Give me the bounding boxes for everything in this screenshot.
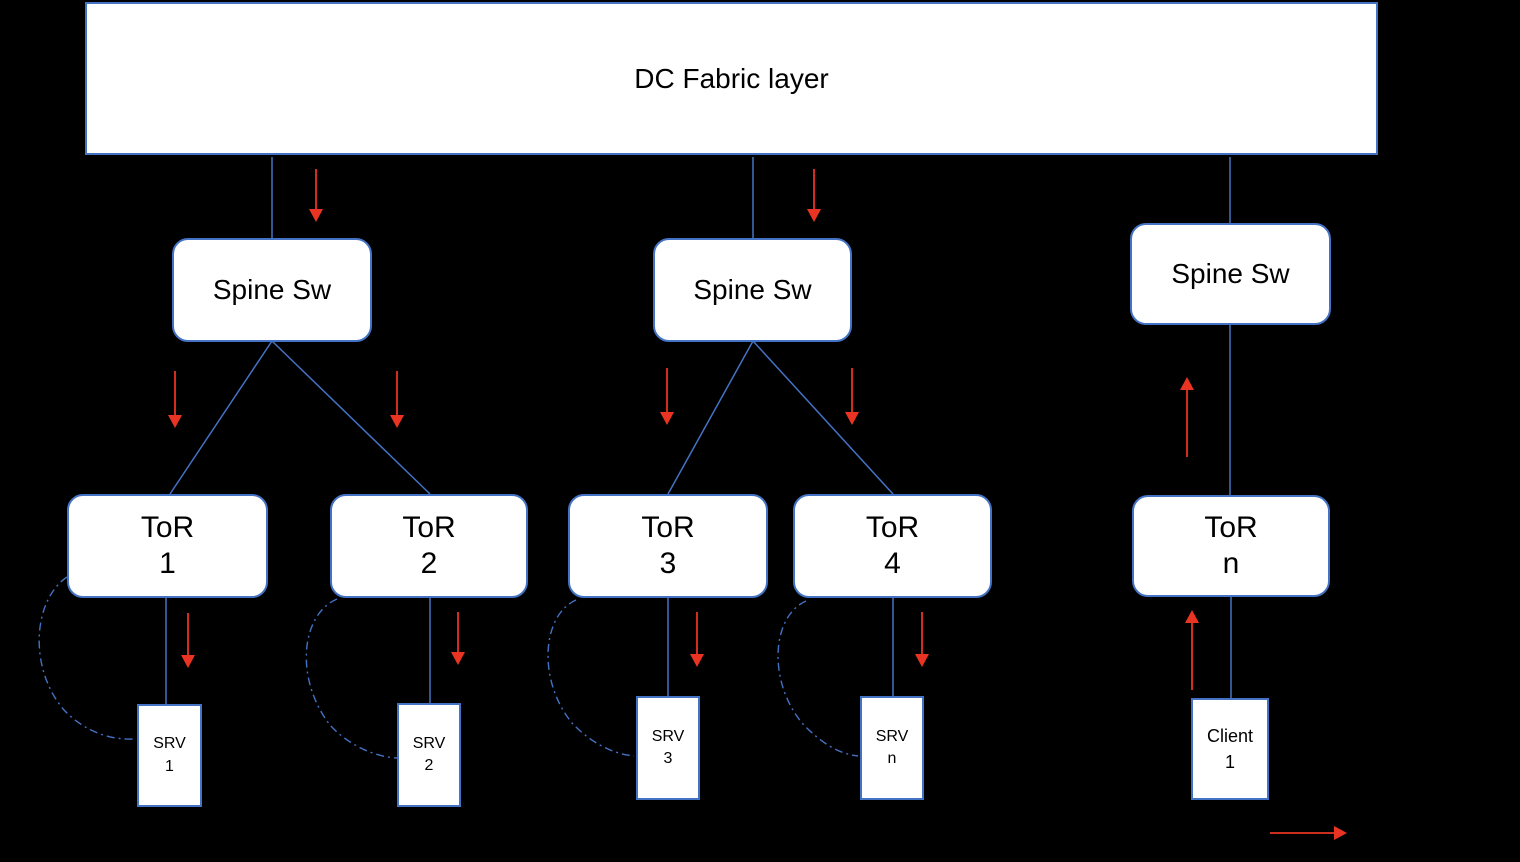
link-spine2-tor4 [752,340,894,495]
node-label: Spine Sw [212,274,332,305]
node-tor-3: ToR 3 [568,494,768,598]
flow-arrow-down [451,612,465,665]
node-srv-1: SRV 1 [137,704,202,807]
node-dc-fabric-layer: DC Fabric layer [85,2,1378,155]
node-label: DC Fabric layer [634,62,829,94]
node-label: ToR [402,511,456,544]
loop-curve-tor3-srv3 [547,599,635,757]
flow-arrow-down [807,169,821,222]
node-spine-switch-3: Spine Sw [1130,223,1331,325]
node-tor-4: ToR 4 [793,494,992,598]
node-number: 1 [1224,752,1235,772]
node-srv-2: SRV 2 [397,703,461,807]
link-spine1-tor2 [271,340,431,495]
node-label: SRV [153,735,186,753]
flow-arrow-down [845,368,859,425]
node-number: 1 [165,757,174,775]
node-number: n [887,750,897,767]
loop-curve-tor2-srv2 [305,598,398,759]
node-label: Spine Sw [693,274,812,305]
flow-arrow-down [690,612,704,667]
node-tor-n: ToR n [1132,495,1330,597]
node-number: 4 [884,547,901,580]
node-number: 2 [420,547,438,580]
flow-arrow-up [1180,377,1194,457]
link-spine2-tor3 [667,340,754,495]
flow-arrow-down [168,371,182,428]
flow-arrow-up [1185,610,1199,690]
node-srv-3: SRV 3 [636,696,700,800]
node-tor-1: ToR 1 [67,494,268,598]
node-label: Client [1206,725,1254,746]
flow-arrow-down [390,371,404,428]
node-number: 3 [659,547,677,580]
node-tor-2: ToR 2 [330,494,528,598]
node-label: SRV [412,734,446,752]
node-spine-switch-2: Spine Sw [653,238,852,342]
loop-curve-tor1-srv1 [38,576,135,740]
node-label: ToR [140,511,195,544]
node-number: 3 [663,750,673,767]
node-srv-n: SRV n [860,696,924,800]
node-number: n [1222,547,1240,580]
flow-arrow-down [660,368,674,425]
node-label: Spine Sw [1171,258,1290,289]
flow-arrow-down [915,612,929,667]
link-spine1-tor1 [169,340,273,495]
node-spine-switch-1: Spine Sw [172,238,372,342]
node-label: ToR [641,511,695,544]
flow-arrow-down [181,613,195,668]
node-client-1: Client 1 [1191,698,1269,800]
node-label: ToR [865,511,920,544]
node-label: SRV [651,727,685,745]
node-number: 2 [424,757,434,774]
node-number: 1 [159,547,176,580]
flow-arrow-down [309,169,323,222]
node-label: SRV [875,727,909,745]
node-label: ToR [1204,511,1258,544]
flow-arrow-right [1270,826,1347,840]
loop-curve-tor4-srvn [777,600,859,757]
